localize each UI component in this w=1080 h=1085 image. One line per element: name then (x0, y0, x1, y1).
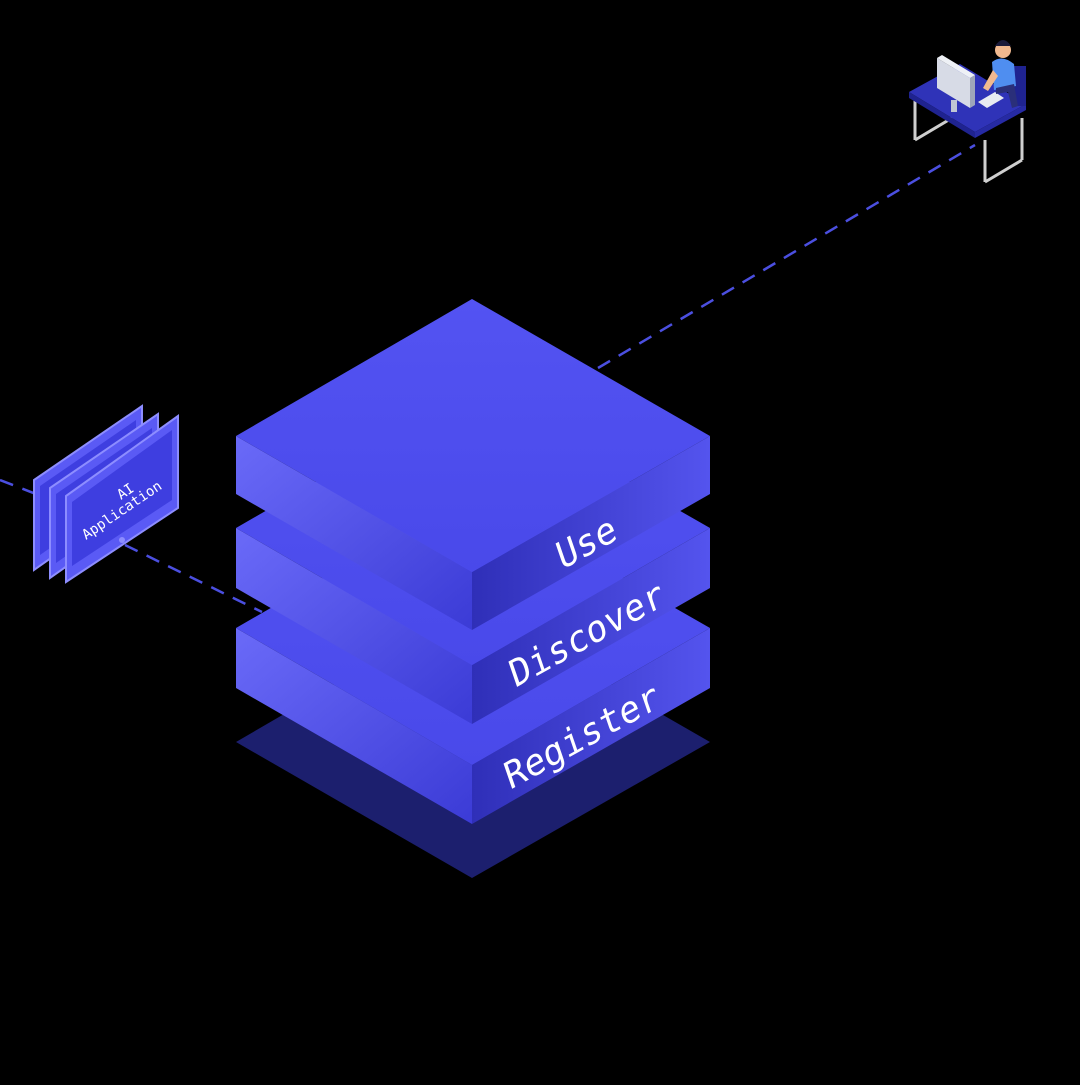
person-at-desk-icon (909, 40, 1026, 184)
layer-discover-left-face (236, 528, 472, 724)
layer-use-left-face (236, 436, 472, 630)
layer-register-right-face (472, 628, 710, 824)
app-label-line-1: AI (114, 481, 137, 504)
ai-application-monitors: AI Application (33, 404, 179, 584)
layer-discover-right-face (472, 528, 710, 724)
connector-app-line (124, 543, 263, 614)
layer-use-top (236, 299, 710, 572)
connector-user-line (597, 143, 976, 370)
monitor-icon (65, 414, 179, 584)
layer-use: Use (236, 299, 710, 630)
layer-register-left-face (236, 628, 472, 824)
layer-use-right-face (472, 436, 710, 630)
connector-left-line (0, 478, 37, 496)
